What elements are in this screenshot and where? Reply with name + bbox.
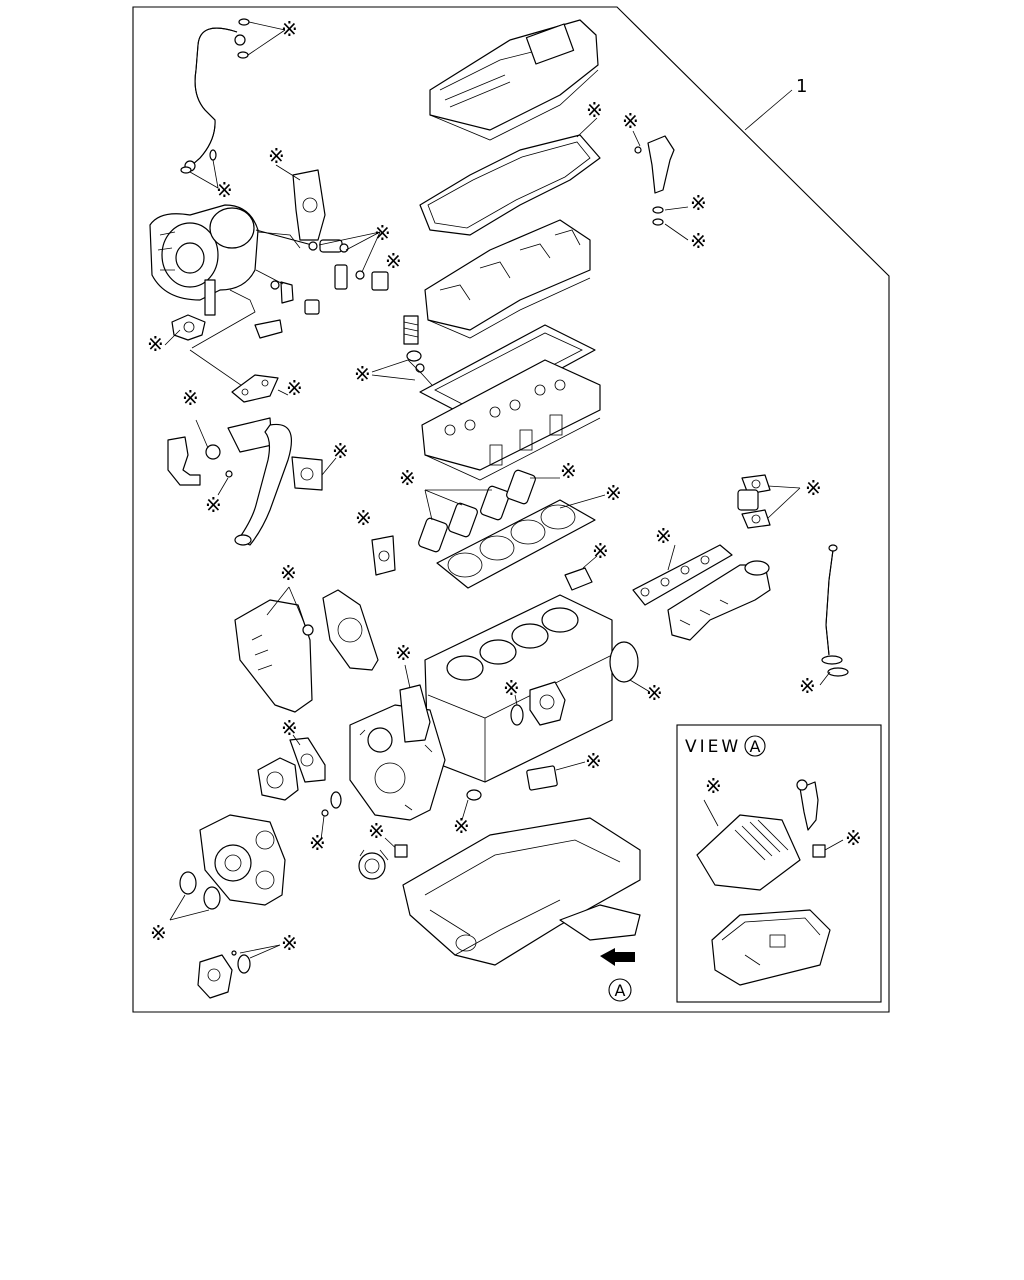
turbo-outlet-gasket	[171, 314, 206, 341]
marker-26: ※	[799, 674, 816, 698]
cover-grommet	[302, 624, 314, 636]
marker-2: ※	[268, 144, 285, 168]
rear-oil-seal	[609, 641, 639, 683]
marker-30: ※	[453, 814, 470, 838]
front-cover	[349, 704, 446, 821]
marker-35: ※	[705, 774, 722, 798]
marker-19: ※	[690, 191, 707, 215]
oil-pan	[402, 817, 641, 966]
marker-7: ※	[286, 376, 303, 400]
block-side-gasket	[526, 765, 558, 791]
marker-29: ※	[585, 749, 602, 773]
callout-number: 1	[796, 76, 807, 97]
marker-11: ※	[586, 98, 603, 122]
marker-25: ※	[646, 681, 663, 705]
intake-gasket-pair	[737, 474, 801, 529]
oil-pump-cooler	[510, 681, 566, 726]
marker-13: ※	[399, 466, 416, 490]
water-pump	[257, 734, 326, 801]
marker-28: ※	[281, 716, 298, 740]
turbo-leaders	[189, 21, 286, 189]
turbo-routing-lines	[189, 231, 301, 403]
marker-36: ※	[845, 826, 862, 850]
marker-17: ※	[592, 539, 609, 563]
view-a-title-letter: A	[750, 737, 761, 756]
cylinder-head-cover	[429, 19, 599, 141]
asterisk-markers: ※ ※ ※ ※ ※ ※ ※ ※ ※ ※ ※ ※ ※ ※ ※ ※ ※ ※ ※ ※ …	[147, 17, 862, 955]
case-oil-seals	[169, 871, 221, 921]
exhaust-manifold-gaskets	[418, 469, 560, 553]
injector	[632, 130, 689, 241]
cylinder-head	[421, 359, 601, 481]
oil-level-gauge-guide	[819, 544, 849, 686]
thermostat-gasket	[564, 567, 593, 591]
marker-22: ※	[655, 524, 672, 548]
marker-32: ※	[309, 831, 326, 855]
marker-8: ※	[182, 386, 199, 410]
turbo-oil-pipe	[180, 18, 250, 174]
intake-manifold	[667, 560, 771, 641]
vacuum-pump	[197, 944, 281, 999]
marker-6: ※	[147, 332, 164, 356]
water-outlet-pipe-assembly	[167, 417, 337, 546]
marker-34: ※	[281, 931, 298, 955]
marker-27: ※	[503, 676, 520, 700]
front-cover-gasket	[399, 684, 431, 743]
turbo-union-bolts	[254, 229, 389, 339]
front-oil-seal	[466, 789, 482, 801]
view-a-arrow-letter: A	[615, 981, 626, 1000]
marker-15: ※	[605, 481, 622, 505]
view-a-inset: VIEW A	[676, 724, 882, 1003]
marker-1: ※	[281, 17, 298, 41]
valve-spring-and-seal	[371, 315, 433, 386]
marker-18: ※	[622, 109, 639, 133]
camshaft-carrier	[424, 219, 591, 339]
kit-outline-frame	[132, 6, 890, 1013]
marker-4: ※	[374, 221, 391, 245]
view-a-title-circle	[744, 735, 766, 757]
marker-5: ※	[385, 249, 402, 273]
callout-leader	[744, 89, 793, 131]
marker-24: ※	[395, 641, 412, 665]
marker-9: ※	[332, 439, 349, 463]
oil-filter-adaptor	[320, 791, 342, 841]
marker-33: ※	[150, 921, 167, 945]
cylinder-head-gasket	[436, 494, 606, 589]
marker-21: ※	[805, 476, 822, 500]
marker-16: ※	[355, 506, 372, 530]
marker-31: ※	[368, 819, 385, 843]
timing-belt-cover	[234, 599, 313, 713]
marker-10: ※	[205, 493, 222, 517]
crank-pulley-gear	[358, 837, 408, 880]
turbo-flange-gasket-top	[292, 169, 326, 241]
marker-3: ※	[216, 178, 233, 202]
marker-14: ※	[560, 459, 577, 483]
view-a-arrow-circle	[608, 978, 632, 1002]
turbocharger	[149, 204, 259, 316]
marker-20: ※	[690, 229, 707, 253]
timing-gear-case	[199, 814, 286, 906]
front-plate-gasket	[371, 535, 396, 576]
intake-manifold-gasket	[632, 544, 733, 606]
marker-12: ※	[354, 362, 371, 386]
rear-timing-cover	[322, 589, 379, 671]
view-a-direction-arrow	[600, 948, 635, 966]
head-cover-gasket	[419, 134, 601, 236]
marker-23: ※	[280, 561, 297, 585]
view-a-title: VIEW	[685, 737, 741, 757]
